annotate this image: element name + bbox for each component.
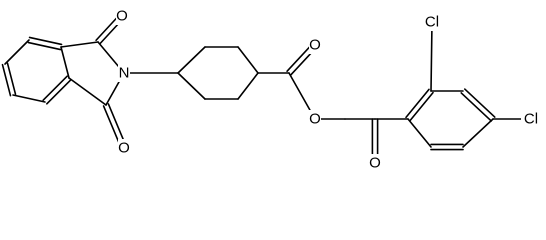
single-bond <box>430 21 433 92</box>
double-bond-line <box>405 88 430 119</box>
label-mask <box>118 64 130 82</box>
single-bond <box>68 77 107 106</box>
single-bond <box>237 72 259 100</box>
single-bond <box>407 118 432 148</box>
o-imide-bottom-label: O <box>118 140 130 157</box>
cl-para-label: Cl <box>524 111 538 128</box>
label-mask <box>309 110 321 128</box>
label-mask <box>521 110 541 128</box>
bond-layer <box>1 13 532 164</box>
label-mask <box>116 7 128 25</box>
single-bond <box>177 72 206 100</box>
label-mask-layer <box>116 7 541 172</box>
single-bond <box>177 46 206 74</box>
double-bond-line <box>46 79 72 105</box>
o-ester-ether-label: O <box>309 111 321 128</box>
label-mask <box>309 36 321 54</box>
single-bond <box>462 118 494 148</box>
double-bond-line <box>286 42 314 73</box>
single-bond <box>4 39 30 65</box>
single-bond <box>237 46 259 74</box>
double-bond-line <box>42 75 68 101</box>
single-bond <box>60 41 99 48</box>
label-mask <box>369 154 381 172</box>
o-imide-top-label: O <box>116 8 128 25</box>
o-ester-carbonyl-label: O <box>309 37 321 54</box>
double-bond-line <box>6 62 17 96</box>
double-bond-line <box>27 41 62 51</box>
single-bond <box>12 94 46 103</box>
label-mask <box>118 139 130 157</box>
double-bond-line <box>463 88 496 118</box>
double-bond-line <box>460 92 493 122</box>
double-bond-line <box>409 91 434 122</box>
o-ketone-label: O <box>369 155 381 172</box>
double-bond-line <box>28 36 63 46</box>
cl-ortho-label: Cl <box>425 14 439 31</box>
double-bond-line <box>1 63 12 97</box>
label-mask <box>422 13 442 31</box>
single-bond <box>60 46 70 79</box>
n-imide-label: N <box>119 65 130 82</box>
